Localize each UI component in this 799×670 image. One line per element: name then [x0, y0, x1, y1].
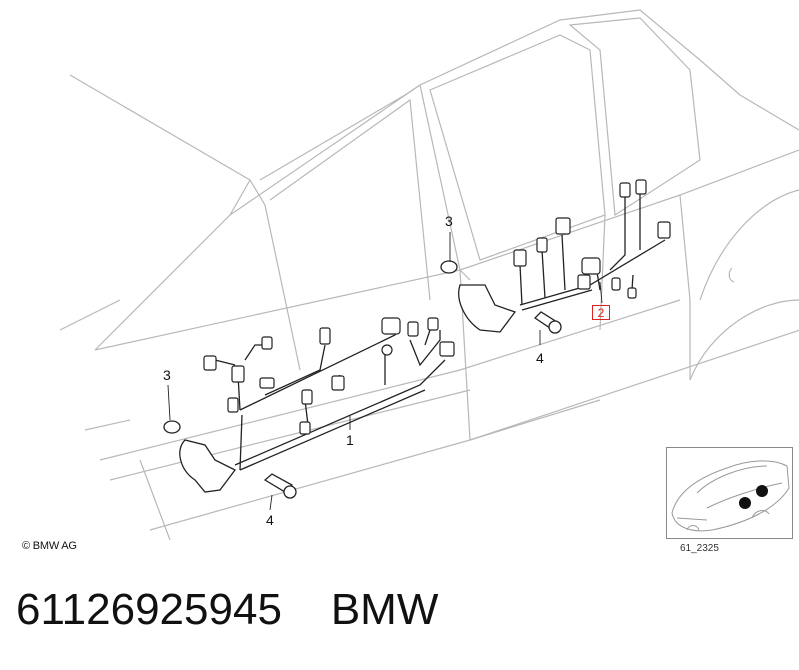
bolts: [263, 311, 562, 499]
callout-4-front: 4: [266, 512, 274, 528]
rear-harness-connectors: [513, 179, 671, 299]
callout-2[interactable]: 2: [592, 305, 610, 320]
leader-lines: [167, 232, 603, 511]
diagram-code: 61_2325: [680, 543, 719, 554]
location-marker-front: [739, 497, 751, 509]
front-harness-connectors: [203, 317, 455, 435]
front-wiring-harness: [214, 325, 446, 471]
brand-name: BMW: [330, 585, 439, 634]
callout-1: 1: [346, 432, 354, 448]
door-grommets: [163, 260, 517, 493]
callout-3-front: 3: [163, 367, 171, 383]
callout-3-rear: 3: [445, 213, 453, 229]
callout-4-rear: 4: [536, 350, 544, 366]
part-caption: 61126925945 BMW: [16, 585, 438, 635]
inset-car-icon: [671, 460, 790, 532]
copyright-notice: © BMW AG: [22, 540, 77, 552]
location-marker-rear: [756, 485, 768, 497]
part-number: 61126925945: [16, 585, 282, 634]
location-inset: [666, 447, 793, 539]
